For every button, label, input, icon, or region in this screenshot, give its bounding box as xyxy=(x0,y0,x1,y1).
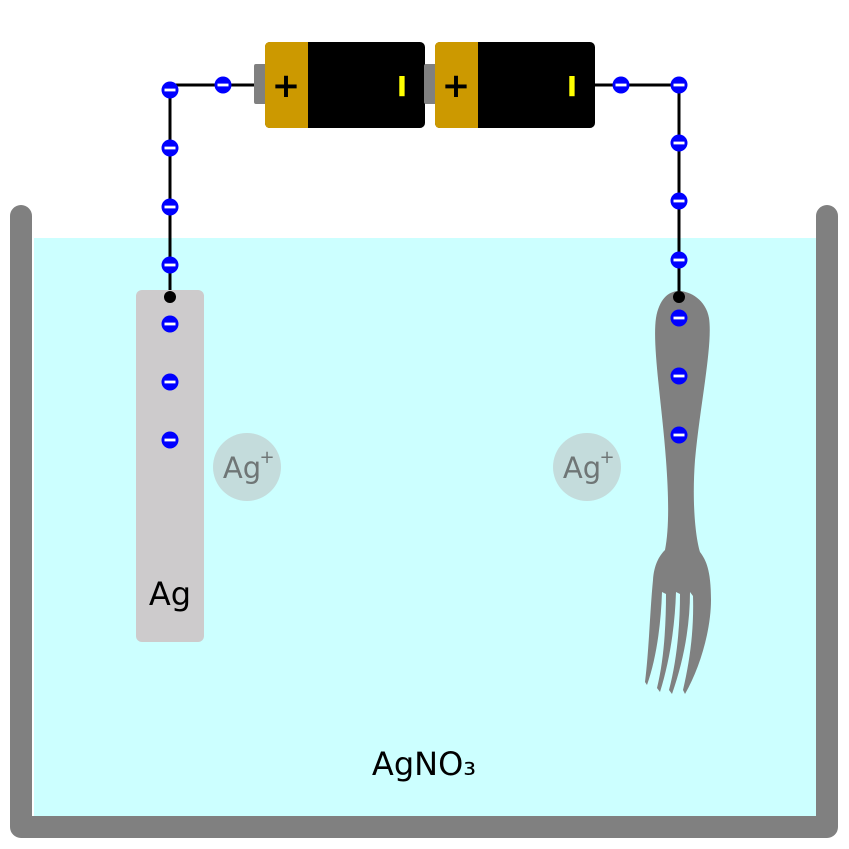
electron-group xyxy=(161,76,688,449)
svg-text:+: + xyxy=(259,447,274,468)
solution-label: AgNO₃ xyxy=(372,745,476,783)
battery-negative-sign: I xyxy=(397,70,407,103)
battery-positive-sign: + xyxy=(272,66,301,106)
silver-ion: Ag + xyxy=(213,433,281,501)
svg-text:Ag: Ag xyxy=(563,451,601,485)
svg-text:Ag: Ag xyxy=(223,451,261,485)
electron xyxy=(161,198,179,216)
battery-positive-sign: + xyxy=(442,66,471,106)
svg-text:+: + xyxy=(599,447,614,468)
electron xyxy=(670,192,688,210)
electron xyxy=(161,139,179,157)
electron xyxy=(612,76,630,94)
electron xyxy=(161,81,179,99)
electron xyxy=(161,256,179,274)
electron xyxy=(214,76,232,94)
battery-negative-sign: I xyxy=(567,70,577,103)
electron xyxy=(670,426,688,444)
silver-ion: Ag + xyxy=(553,433,621,501)
electron xyxy=(161,373,179,391)
electron xyxy=(161,431,179,449)
fork-cathode xyxy=(645,291,711,694)
silver-electrode xyxy=(136,290,204,642)
beaker-container xyxy=(10,205,838,838)
electron xyxy=(161,315,179,333)
wire-contact-right xyxy=(673,291,685,303)
silver-electrode-label: Ag xyxy=(149,575,191,613)
electron xyxy=(670,251,688,269)
electron xyxy=(670,134,688,152)
electron xyxy=(670,309,688,327)
wire-contact-left xyxy=(164,291,176,303)
battery: + I xyxy=(254,42,425,128)
electron xyxy=(670,76,688,94)
electron xyxy=(670,367,688,385)
battery: + I xyxy=(424,42,595,128)
